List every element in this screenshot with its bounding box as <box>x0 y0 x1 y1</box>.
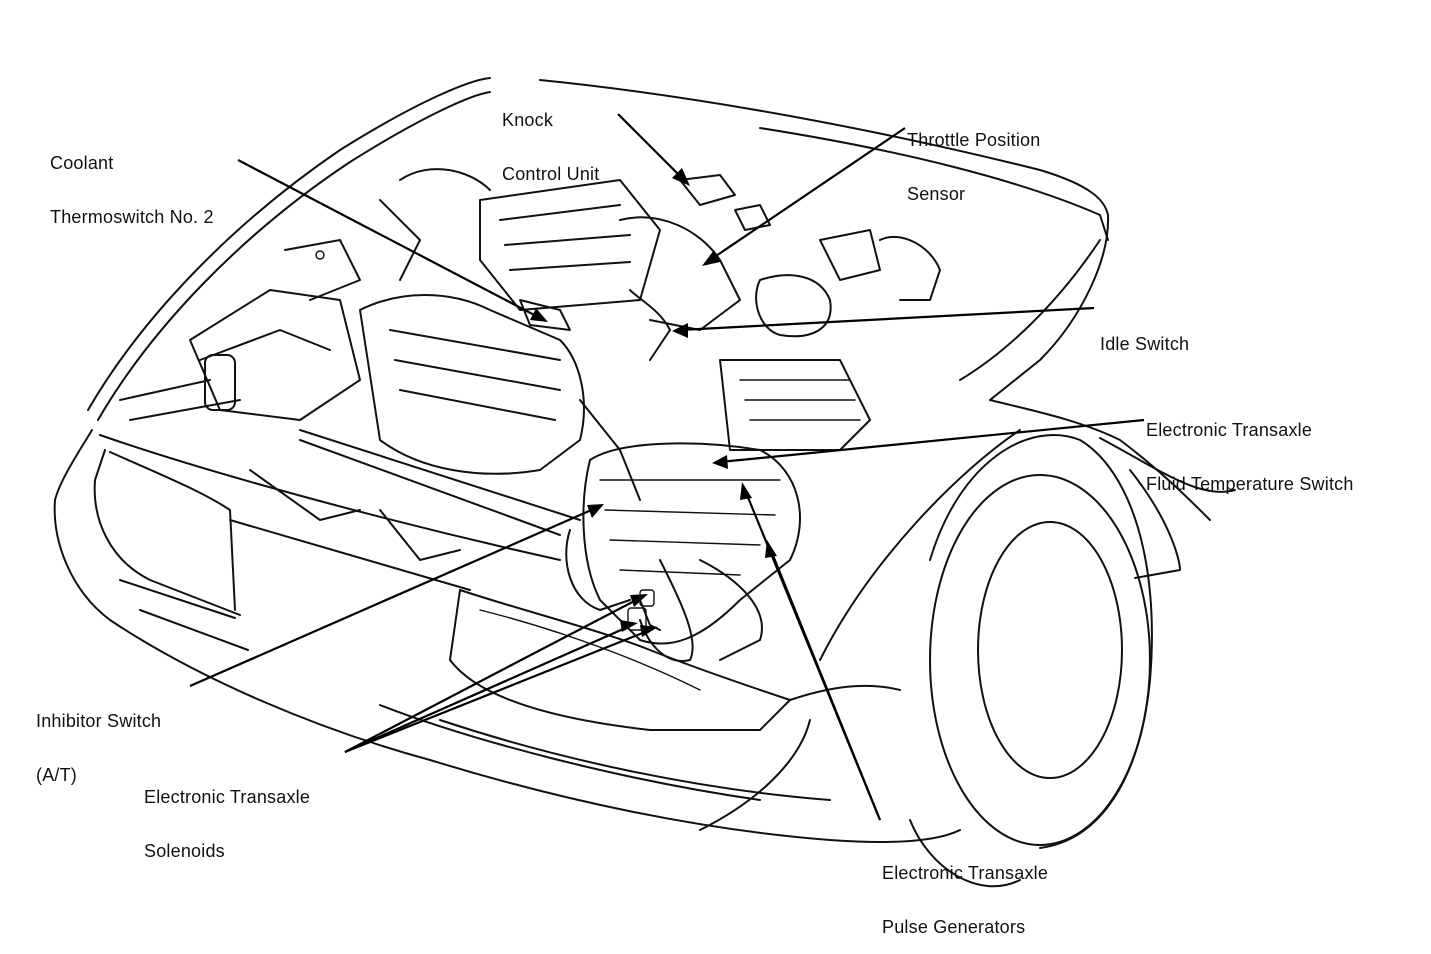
leader-lines <box>189 113 1145 821</box>
label-pulse-generators: Electronic Transaxle Pulse Generators <box>882 828 1048 954</box>
label-idle-switch: Idle Switch <box>1100 299 1189 371</box>
car-body <box>53 77 1236 888</box>
label-fluid-line1: Electronic Transaxle <box>1146 420 1313 440</box>
label-coolant-thermoswitch: Coolant Thermoswitch No. 2 <box>50 118 214 244</box>
label-fluid-temperature-switch: Electronic Transaxle Fluid Temperature S… <box>1146 385 1354 511</box>
label-throttle-position-sensor: Throttle Position Sensor <box>907 95 1040 221</box>
engine-components <box>119 168 941 662</box>
label-coolant-line1: Coolant <box>50 153 114 173</box>
label-idle-line1: Idle Switch <box>1100 334 1190 354</box>
label-inhibitor-line2: (A/T) <box>36 765 77 785</box>
label-transaxle-solenoids: Electronic Transaxle Solenoids <box>144 752 310 878</box>
label-fluid-line2: Fluid Temperature Switch <box>1146 474 1354 494</box>
label-pulse-line2: Pulse Generators <box>882 917 1026 937</box>
label-solenoids-line1: Electronic Transaxle <box>144 787 311 807</box>
label-throttle-line1: Throttle Position <box>907 130 1041 150</box>
label-knock-line2: Control Unit <box>502 164 600 184</box>
label-coolant-line2: Thermoswitch No. 2 <box>50 207 214 227</box>
label-pulse-line1: Electronic Transaxle <box>882 863 1049 883</box>
label-knock-control-unit: Knock Control Unit <box>502 75 599 201</box>
label-throttle-line2: Sensor <box>907 184 966 204</box>
label-solenoids-line2: Solenoids <box>144 841 225 861</box>
label-inhibitor-switch: Inhibitor Switch (A/T) <box>36 676 161 802</box>
label-knock-line1: Knock <box>502 110 554 130</box>
label-inhibitor-line1: Inhibitor Switch <box>36 711 162 731</box>
